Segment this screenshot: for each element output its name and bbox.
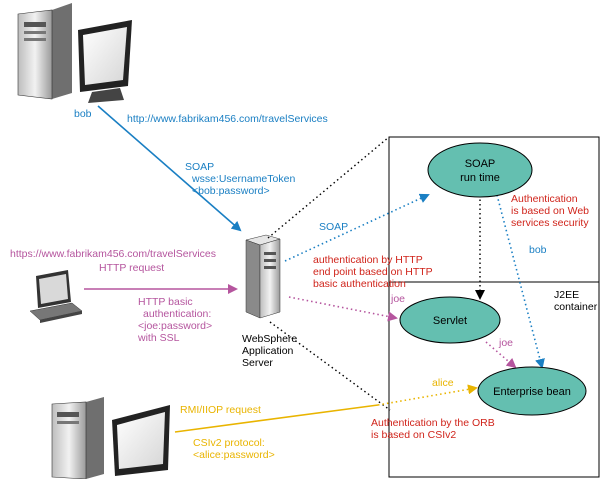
bob-url: http://www.fabrikam456.com/travelService… (127, 113, 328, 125)
rmi-request-label: RMI/IIOP request (180, 404, 261, 416)
joe-flow-label-2: joe (498, 337, 513, 349)
j2ee-label-2: container (554, 301, 598, 313)
http-auth-note-3: basic authentication (313, 278, 406, 290)
soap-msg-line-3: <bob:password> (192, 185, 270, 197)
servlet-to-ejb-dotted-arrow (485, 341, 517, 369)
http-auth-note-2: end point based on HTTP (313, 266, 433, 278)
bob-computer-icon (17, 3, 132, 103)
web-services-note-1: Authentication (511, 193, 578, 205)
bob-label: bob (74, 108, 92, 120)
server-to-soap-dotted-arrow (284, 193, 430, 262)
http-basic-line-2: authentication: (143, 308, 211, 320)
container-box (388, 136, 600, 478)
orb-note-2: is based on CSIv2 (371, 429, 456, 441)
joe-flow-label: joe (390, 293, 405, 305)
http-request-label: HTTP request (99, 262, 164, 274)
enterprise-bean-node (477, 366, 587, 416)
web-services-note-2: is based on Web (511, 205, 589, 217)
alice-rmi-line (174, 404, 379, 433)
csiv2-line-2: <alice:password> (193, 449, 275, 461)
servlet-label: Servlet (433, 315, 467, 327)
soap-runtime-node (427, 142, 533, 198)
joe-url: https://www.fabrikam456.com/travelServic… (10, 248, 216, 260)
server-to-container-top-dotted (267, 136, 390, 239)
http-basic-line-4: with SSL (137, 332, 180, 344)
soap-msg-line-1: SOAP (185, 161, 214, 173)
joe-laptop-icon (29, 270, 83, 323)
server-label-2: Application (242, 345, 294, 357)
orb-note-1: Authentication by the ORB (371, 417, 495, 429)
servlet-node (399, 296, 501, 344)
server-icon (245, 234, 281, 319)
soap-flow-label: SOAP (319, 221, 348, 233)
server-label-3: Server (242, 357, 273, 369)
http-auth-note-1: authentication by HTTP (313, 254, 423, 266)
alice-flow-label: alice (432, 377, 454, 389)
j2ee-label-1: J2EE (554, 289, 579, 301)
web-services-note-3: services security (511, 217, 589, 229)
csiv2-line-1: CSIv2 protocol: (193, 437, 265, 449)
server-to-servlet-dotted-arrow (288, 296, 398, 322)
soap-msg-line-2: wsse:UsernameToken (191, 173, 295, 185)
http-basic-line-1: HTTP basic (138, 296, 193, 308)
bob-flow-label: bob (529, 244, 547, 256)
http-basic-line-3: <joe:password> (138, 320, 212, 332)
enterprise-bean-label: Enterprise bean (493, 386, 571, 398)
alice-to-ejb-dotted-arrow (377, 384, 478, 406)
bob-to-server-arrow (97, 105, 242, 232)
alice-computer-icon (51, 397, 170, 480)
server-label-1: WebSphere (242, 333, 297, 345)
soap-runtime-label-1: SOAP (465, 158, 496, 170)
soap-runtime-label-2: run time (460, 172, 500, 184)
